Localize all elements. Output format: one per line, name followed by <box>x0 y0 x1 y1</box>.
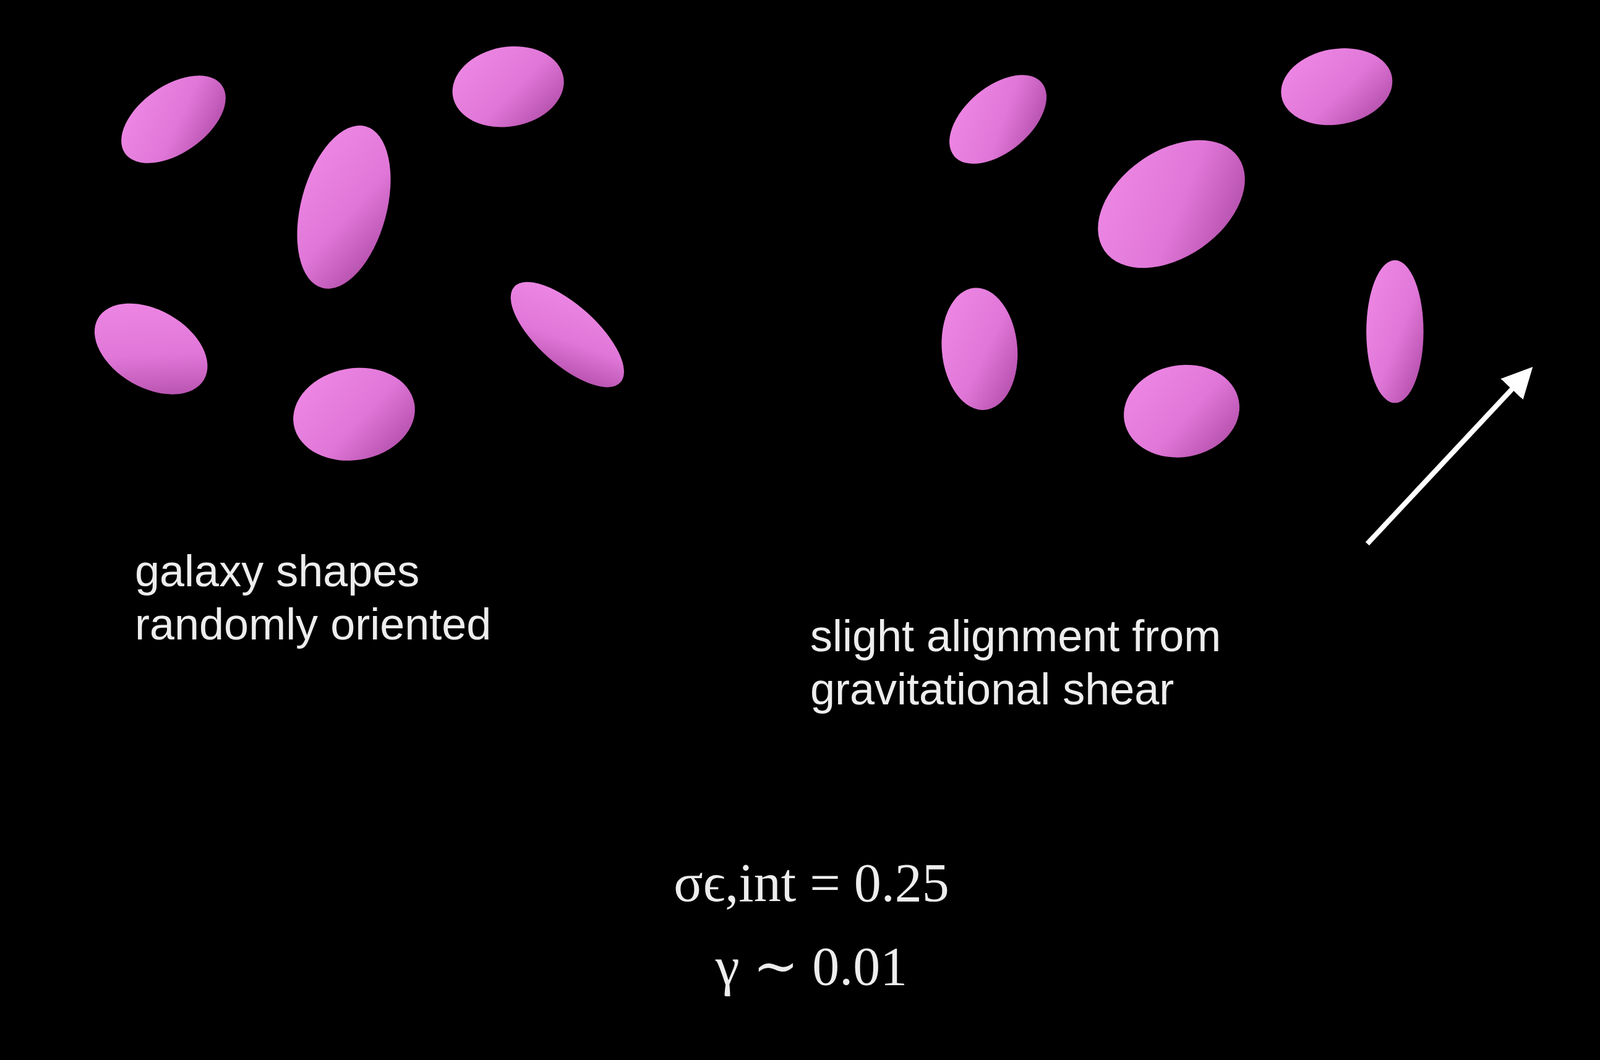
galaxy-ellipse <box>105 58 242 182</box>
shear-arrow <box>1367 371 1529 544</box>
galaxy-ellipse <box>936 284 1023 414</box>
galaxy-ellipse <box>1274 39 1399 134</box>
galaxy-ellipse <box>285 358 423 471</box>
galaxy-ellipse <box>280 115 407 299</box>
galaxy-ellipse <box>494 264 641 405</box>
galaxy-ellipse <box>933 57 1063 182</box>
math-label: γ ∼ 0.01 <box>715 936 908 997</box>
galaxy-ellipse <box>1116 355 1247 467</box>
galaxy-ellipse <box>445 37 571 136</box>
galaxy-ellipse <box>78 284 224 414</box>
caption-left: galaxy shapes randomly oriented <box>134 544 581 652</box>
math-label: σϵ,int = 0.25 <box>673 853 950 914</box>
galaxy-ellipse <box>1074 113 1270 295</box>
galaxy-ellipse <box>1366 260 1424 404</box>
caption-right: slight alignment from gravitational shea… <box>810 609 1305 717</box>
